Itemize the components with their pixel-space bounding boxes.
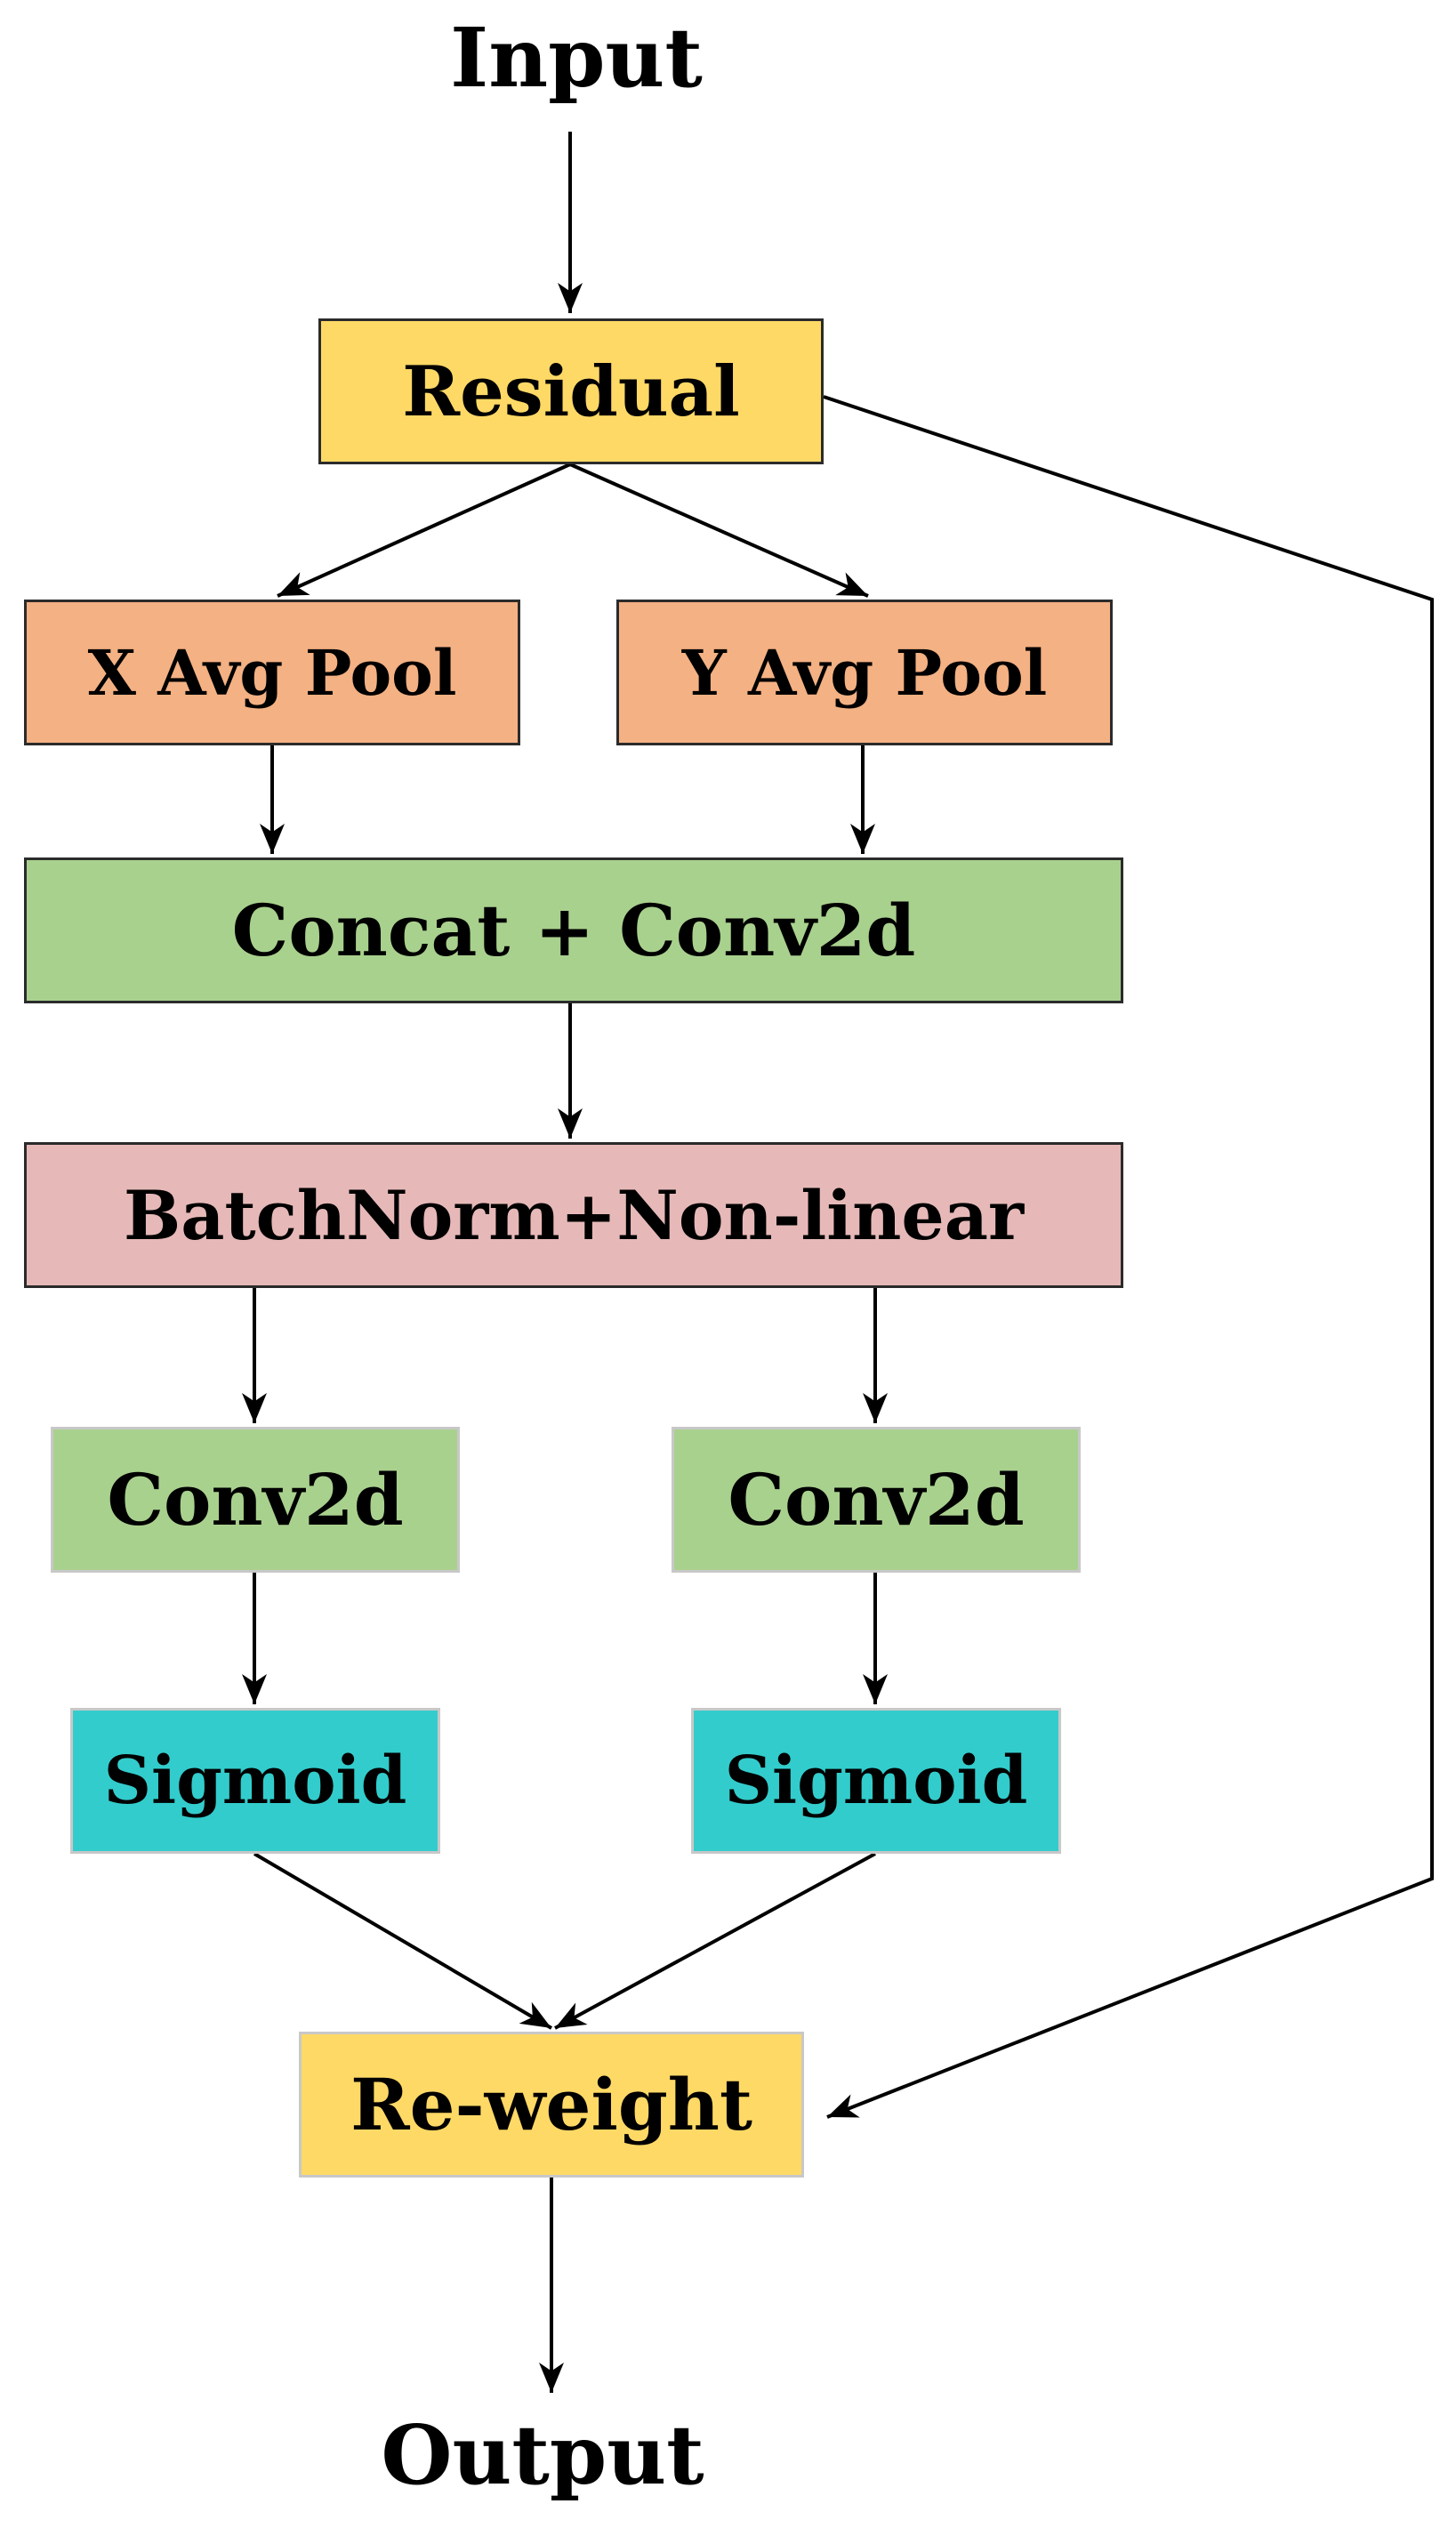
sigmoid-right-block: Sigmoid (691, 1708, 1061, 1854)
arrow-sigmoid-right-to-reweight-head (555, 2002, 588, 2028)
arrow-ypool-to-concat-head (850, 824, 875, 854)
conv2d-right-block: Conv2d (672, 1427, 1081, 1573)
arrow-conv-left-to-sigmoid-left-head (242, 1674, 267, 1704)
y-avg-pool-block: Y Avg Pool (616, 600, 1113, 745)
arrow-input-to-residual-head (558, 283, 583, 313)
reweight-block: Re-weight (299, 2032, 804, 2178)
arrow-batchnorm-to-conv-left-head (242, 1393, 267, 1423)
sigmoid-left-block: Sigmoid (70, 1708, 440, 1854)
arrow-residual-to-ypool (569, 463, 869, 598)
arrow-batchnorm-to-conv-right-head (863, 1393, 888, 1423)
arrow-sigmoid-left-to-reweight-head (519, 2001, 551, 2028)
output-label: Output (381, 2407, 704, 2503)
input-label: Input (450, 10, 703, 106)
concat-conv2d-block: Concat + Conv2d (24, 857, 1123, 1003)
conv2d-left-block: Conv2d (51, 1427, 460, 1573)
arrow-residual-to-xpool (277, 463, 571, 598)
arrow-conv-right-to-sigmoid-right-head (863, 1674, 888, 1704)
arrow-sigmoid-left-to-reweight (253, 1852, 553, 2030)
batchnorm-nonlinear-block: BatchNorm+Non-linear (24, 1142, 1123, 1288)
arrow-residual-to-xpool-head (278, 572, 310, 596)
arrow-residual-to-ypool-head (835, 572, 868, 596)
x-avg-pool-block: X Avg Pool (24, 600, 520, 745)
arrow-residual-skip-to-reweight-head (827, 2094, 860, 2118)
arrow-xpool-to-concat-head (260, 824, 285, 854)
residual-block: Residual (318, 318, 824, 464)
arrow-concat-to-batchnorm-head (558, 1108, 583, 1139)
arrow-sigmoid-right-to-reweight (554, 1852, 876, 2030)
arrow-reweight-to-output-head (539, 2363, 564, 2393)
arrow-residual-skip-to-reweight (823, 395, 1434, 2119)
